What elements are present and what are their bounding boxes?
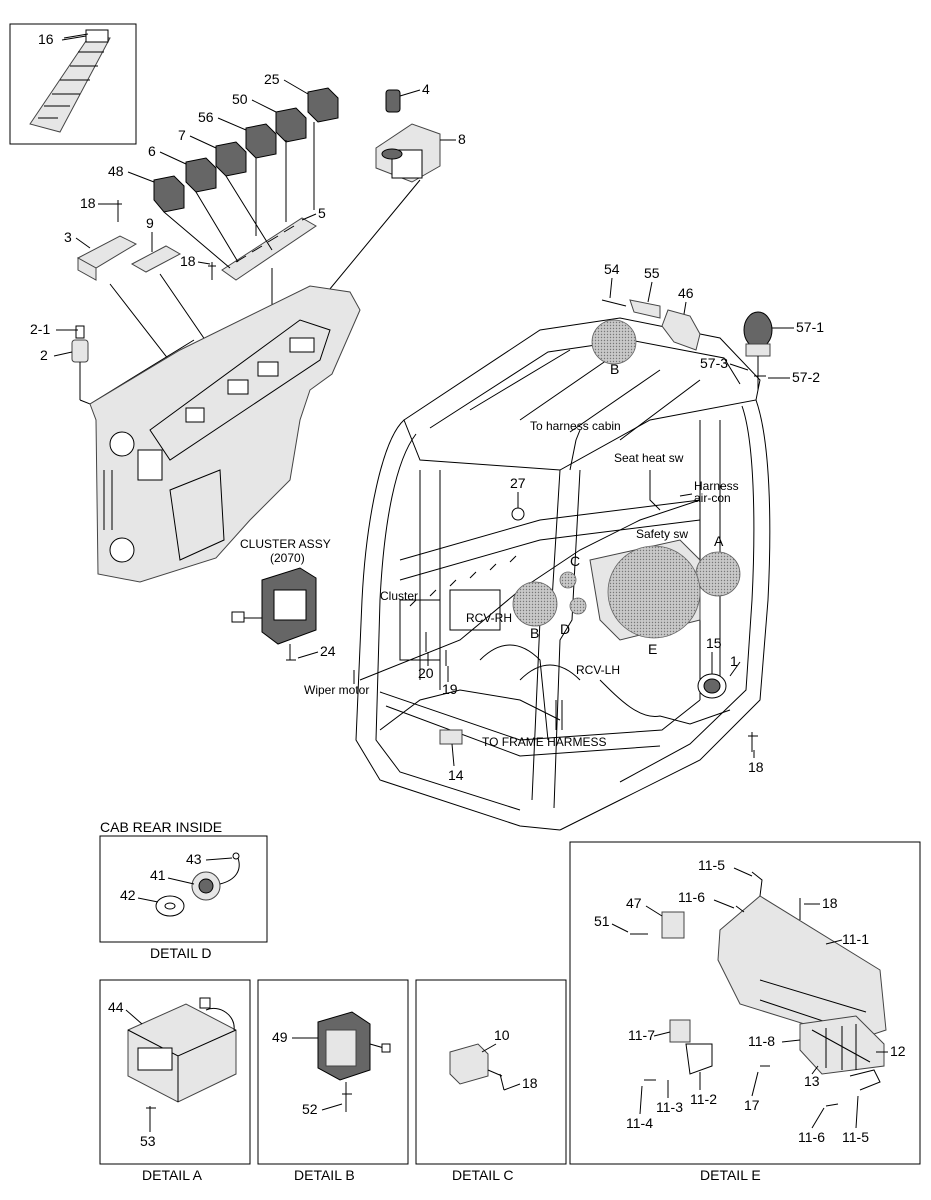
callout-41: 41 <box>150 867 166 883</box>
callout-18-a: 18 <box>80 195 96 211</box>
callout-10: 10 <box>494 1027 510 1043</box>
left-console <box>89 285 361 583</box>
label-to-harness-cabin: To harness cabin <box>530 419 621 433</box>
caption-detail-a: DETAIL A <box>142 1167 203 1183</box>
callout-7: 7 <box>178 127 186 143</box>
inset-part-16 <box>9 23 137 145</box>
callout-25: 25 <box>264 71 280 87</box>
callout-17: 17 <box>744 1097 760 1113</box>
callout-57-3: 57-3 <box>700 355 728 371</box>
callout-15: 15 <box>706 635 722 651</box>
callout-18-d: 18 <box>522 1075 538 1091</box>
callout-c: C <box>570 553 580 569</box>
callout-18-e: 18 <box>822 895 838 911</box>
callout-55: 55 <box>644 265 660 281</box>
label-harness-aircon-2: air-con <box>694 491 731 505</box>
callout-42: 42 <box>120 887 136 903</box>
callout-9: 9 <box>146 215 154 231</box>
callout-12: 12 <box>890 1043 906 1059</box>
cluster-assembly <box>231 567 317 661</box>
callout-50: 50 <box>232 91 248 107</box>
callout-51: 51 <box>594 913 610 929</box>
callout-24: 24 <box>320 643 336 659</box>
detail-c: 10 18 DETAIL C <box>415 979 567 1183</box>
detail-a: 44 53 DETAIL A <box>99 979 251 1183</box>
caption-cab-rear-inside: CAB REAR INSIDE <box>100 819 222 835</box>
label-cluster-assy-2: (2070) <box>270 551 305 565</box>
callout-13: 13 <box>804 1073 820 1089</box>
caption-detail-b: DETAIL B <box>294 1167 355 1183</box>
label-wiper-motor: Wiper motor <box>304 683 369 697</box>
caption-detail-d: DETAIL D <box>150 945 211 961</box>
detail-e: 11-5 11-6 47 51 18 11-1 11-7 11-8 12 13 … <box>569 841 921 1183</box>
callout-4: 4 <box>422 81 430 97</box>
callout-20: 20 <box>418 665 434 681</box>
callout-49: 49 <box>272 1029 288 1045</box>
label-to-frame-harness: TO FRAME HARMESS <box>482 735 606 749</box>
callout-d: D <box>560 621 570 637</box>
label-safety-sw: Safety sw <box>636 527 688 541</box>
callout-11-4: 11-4 <box>626 1115 653 1131</box>
label-seat-heat-sw: Seat heat sw <box>614 451 684 465</box>
callout-16: 16 <box>38 31 54 47</box>
callout-a: A <box>714 533 724 549</box>
callouts-main: 16 25 4 50 56 8 7 6 48 18 5 9 3 18 2-1 2… <box>30 31 824 783</box>
callout-19: 19 <box>442 681 458 697</box>
label-rcv-lh: RCV-LH <box>576 663 620 677</box>
callout-11-8: 11-8 <box>748 1033 775 1049</box>
detail-b: 49 52 DETAIL B <box>257 979 409 1183</box>
callout-27: 27 <box>510 475 526 491</box>
callout-11-7: 11-7 <box>628 1027 655 1043</box>
callout-18-b: 18 <box>180 253 196 269</box>
callout-5: 5 <box>318 205 326 221</box>
callout-57-2: 57-2 <box>792 369 820 385</box>
detail-d: CAB REAR INSIDE 43 41 42 DETAIL D <box>99 819 268 961</box>
label-harness-aircon-1: Harness <box>694 479 739 493</box>
caption-detail-e: DETAIL E <box>700 1167 761 1183</box>
callout-53: 53 <box>140 1133 156 1149</box>
callout-52: 52 <box>302 1101 318 1117</box>
label-cluster: Cluster <box>380 589 418 603</box>
callout-46: 46 <box>678 285 694 301</box>
label-rcv-rh: RCV-RH <box>466 611 512 625</box>
callout-48: 48 <box>108 163 124 179</box>
cab-frame <box>353 299 773 831</box>
callout-11-3: 11-3 <box>656 1099 683 1115</box>
callout-54: 54 <box>604 261 620 277</box>
callout-56: 56 <box>198 109 214 125</box>
callout-6: 6 <box>148 143 156 159</box>
callout-11-6-b: 11-6 <box>798 1129 825 1145</box>
switch-cluster <box>71 87 441 405</box>
callout-e: E <box>648 641 657 657</box>
callout-2: 2 <box>40 347 48 363</box>
callout-18-c: 18 <box>748 759 764 775</box>
callout-b-roof: B <box>610 361 619 377</box>
callout-8: 8 <box>458 131 466 147</box>
labels-main: To harness cabin Seat heat sw Harness ai… <box>240 419 739 749</box>
callout-3: 3 <box>64 229 72 245</box>
caption-detail-c: DETAIL C <box>452 1167 513 1183</box>
callout-11-6-a: 11-6 <box>678 889 705 905</box>
callout-2-1: 2-1 <box>30 321 50 337</box>
callout-11-2: 11-2 <box>690 1091 717 1107</box>
callout-11-1: 11-1 <box>842 931 869 947</box>
callout-14: 14 <box>448 767 464 783</box>
callout-b: B <box>530 625 539 641</box>
label-cluster-assy-1: CLUSTER ASSY <box>240 537 331 551</box>
callout-47: 47 <box>626 895 642 911</box>
callout-1: 1 <box>730 653 738 669</box>
callout-44: 44 <box>108 999 124 1015</box>
callout-57-1: 57-1 <box>796 319 824 335</box>
callout-43: 43 <box>186 851 202 867</box>
callout-11-5-b: 11-5 <box>842 1129 869 1145</box>
callout-11-5-a: 11-5 <box>698 857 725 873</box>
